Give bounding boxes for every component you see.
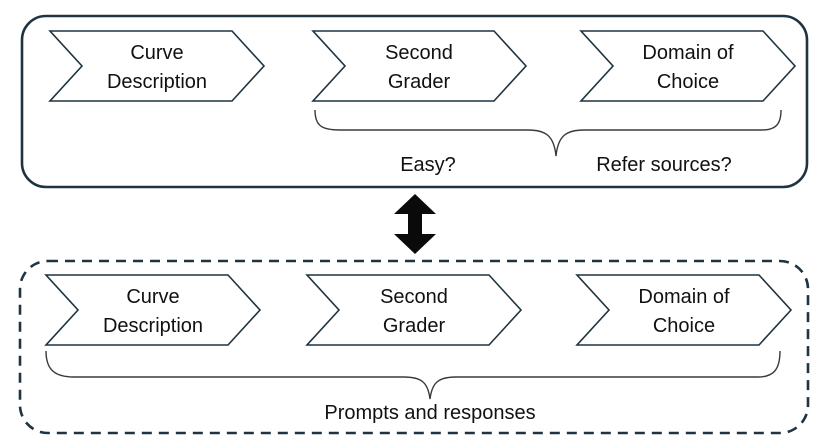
- svg-text:Description: Description: [107, 71, 207, 93]
- chevron-label-line2: Choice: [653, 315, 715, 337]
- svg-text:Curve: Curve: [130, 42, 183, 64]
- svg-text:Second: Second: [380, 286, 448, 308]
- svg-text:Domain of: Domain of: [638, 286, 730, 308]
- chevron-label-line2: Choice: [657, 71, 719, 93]
- chevron-shape: [305, 274, 523, 346]
- svg-text:Choice: Choice: [657, 71, 719, 93]
- svg-text:Grader: Grader: [383, 315, 446, 337]
- svg-text:Grader: Grader: [388, 71, 451, 93]
- bottom-panel-frame: [18, 259, 810, 435]
- bottom-chevron-domain-of-choice: Domain of Choice: [575, 274, 793, 346]
- chevron-label-line1: Curve: [130, 42, 183, 64]
- chevron-label-line2: Description: [103, 315, 203, 337]
- bottom-panel: Curve Description Second Grader Domain o…: [18, 259, 810, 435]
- caption-easy: Easy?: [400, 154, 456, 176]
- bottom-chevron-curve-description: Curve Description: [44, 274, 262, 346]
- svg-text:Description: Description: [103, 315, 203, 337]
- svg-text:Second: Second: [385, 42, 453, 64]
- top-chevron-domain-of-choice: Domain of Choice: [579, 30, 797, 102]
- chevron-label-line1: Domain of: [642, 42, 734, 64]
- double-headed-vertical-arrow-icon: [394, 194, 436, 254]
- chevron-label-line1: Curve: [126, 286, 179, 308]
- chevron-shape: [44, 274, 262, 346]
- chevron-label-line1: Domain of: [638, 286, 730, 308]
- top-curly-brace: [314, 109, 782, 157]
- top-panel: Curve Description Second Grader Domain o…: [20, 14, 809, 189]
- chevron-label-line2: Grader: [388, 71, 451, 93]
- chevron-label-line1: Second: [385, 42, 453, 64]
- caption-refer-sources: Refer sources?: [596, 154, 732, 176]
- chevron-label-line2: Description: [107, 71, 207, 93]
- top-chevron-curve-description: Curve Description: [48, 30, 266, 102]
- chevron-shape: [575, 274, 793, 346]
- bottom-chevron-second-grader: Second Grader: [305, 274, 523, 346]
- chevron-shape: [48, 30, 266, 102]
- chevron-label-line1: Second: [380, 286, 448, 308]
- svg-text:Curve: Curve: [126, 286, 179, 308]
- bottom-curly-brace: [45, 350, 781, 400]
- chevron-label-line2: Grader: [383, 315, 446, 337]
- chevron-shape: [311, 30, 528, 102]
- svg-text:Domain of: Domain of: [642, 42, 734, 64]
- chevron-shape: [579, 30, 797, 102]
- caption-prompts-and-responses: Prompts and responses: [324, 402, 535, 424]
- svg-text:Choice: Choice: [653, 315, 715, 337]
- top-panel-frame: [20, 14, 809, 189]
- top-chevron-second-grader: Second Grader: [311, 30, 528, 102]
